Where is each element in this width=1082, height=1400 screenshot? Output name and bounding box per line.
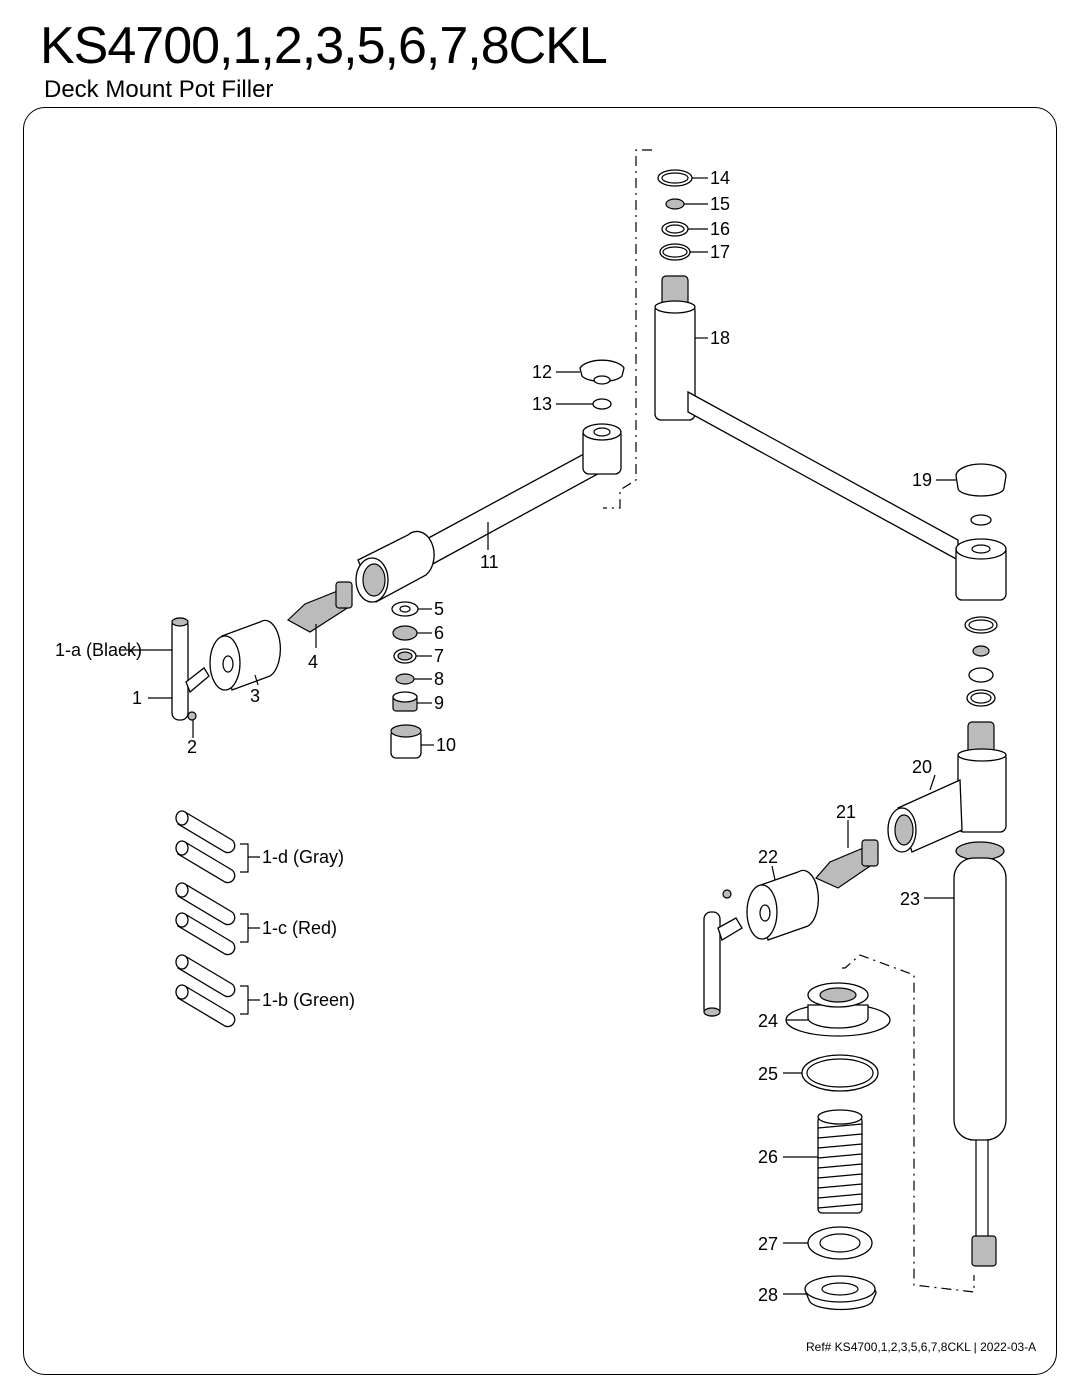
part-22-handle-body: 22 [746, 847, 820, 941]
part-17-oring: 17 [659, 242, 730, 262]
callout-8: 8 [434, 669, 444, 689]
lower-seals [964, 616, 998, 707]
callout-9: 9 [434, 693, 444, 713]
part-9-nut: 9 [392, 691, 444, 713]
part-18-spout-elbow: 18 [654, 275, 959, 562]
callout-28: 28 [758, 1285, 778, 1305]
callout-6: 6 [434, 623, 444, 643]
handle-insert-1b-green: 1-b (Green) [175, 954, 355, 1028]
callout-11: 11 [480, 552, 499, 572]
callout-13: 13 [532, 394, 552, 414]
part-25-gasket: 25 [758, 1054, 879, 1092]
callout-3: 3 [250, 686, 260, 706]
assembly-line-lower [842, 954, 975, 1293]
part-1-handle: 1-a (Black) 1 2 [55, 617, 210, 757]
part-5-washer: 5 [391, 599, 444, 619]
part-13-oring: 13 [532, 394, 612, 414]
callout-21: 21 [836, 802, 856, 822]
callout-1a: 1-a (Black) [55, 640, 142, 660]
callout-4: 4 [308, 652, 318, 672]
part-4-cartridge: 4 [286, 581, 353, 672]
right-handle [703, 889, 743, 1017]
callout-26: 26 [758, 1147, 778, 1167]
part-20-valve-body: 20 [887, 721, 1007, 853]
assembly-line-upper [603, 149, 652, 509]
callout-20: 20 [912, 757, 932, 777]
part-16-washer: 16 [661, 219, 730, 239]
diagram-frame [23, 107, 1057, 1375]
callout-1: 1 [132, 688, 142, 708]
part-21-cartridge: 21 [815, 802, 879, 889]
callout-1c: 1-c (Red) [262, 918, 337, 938]
callout-14: 14 [710, 168, 730, 188]
handle-insert-1c-red: 1-c (Red) [175, 882, 337, 956]
part-11-swing-arm: 11 [355, 423, 622, 603]
callout-16: 16 [710, 219, 730, 239]
callout-7: 7 [434, 646, 444, 666]
callout-1d: 1-d (Gray) [262, 847, 344, 867]
callout-24: 24 [758, 1011, 778, 1031]
callout-19: 19 [912, 470, 932, 490]
page-title: KS4700,1,2,3,5,6,7,8CKL [40, 17, 608, 75]
part-26-threaded-shank: 26 [758, 1109, 863, 1214]
part-8-screen: 8 [395, 669, 444, 689]
callout-10: 10 [436, 735, 456, 755]
part-14-oring: 14 [657, 168, 730, 188]
part-19-cap: 19 [912, 463, 1007, 497]
part-28-mounting-nut: 28 [758, 1275, 877, 1311]
part-15-nut: 15 [665, 194, 730, 214]
callout-23: 23 [900, 889, 920, 909]
reference-number: Ref# KS4700,1,2,3,5,6,7,8CKL | 2022-03-A [806, 1340, 1037, 1354]
part-23-main-body: 23 [900, 841, 1007, 1267]
callout-1b: 1-b (Green) [262, 990, 355, 1010]
part-12-cap: 12 [532, 359, 625, 385]
spout-elbow-joint [955, 538, 1007, 601]
callout-5: 5 [434, 599, 444, 619]
part-6-bushing: 6 [392, 623, 444, 643]
handle-insert-1d-gray: 1-d (Gray) [175, 810, 344, 884]
elbow-oring [970, 514, 992, 526]
callout-18: 18 [710, 328, 730, 348]
part-27-washer: 27 [758, 1226, 873, 1260]
callout-27: 27 [758, 1234, 778, 1254]
callout-2: 2 [187, 737, 197, 757]
callout-15: 15 [710, 194, 730, 214]
part-24-base-flange: 24 [758, 982, 891, 1037]
part-7-ring: 7 [393, 646, 444, 666]
callout-17: 17 [710, 242, 730, 262]
part-3-handle-body: 3 [209, 619, 282, 706]
callout-12: 12 [532, 362, 552, 382]
callout-25: 25 [758, 1064, 778, 1084]
callout-22: 22 [758, 847, 778, 867]
page-subtitle: Deck Mount Pot Filler [44, 76, 274, 103]
part-10-aerator: 10 [390, 724, 456, 759]
